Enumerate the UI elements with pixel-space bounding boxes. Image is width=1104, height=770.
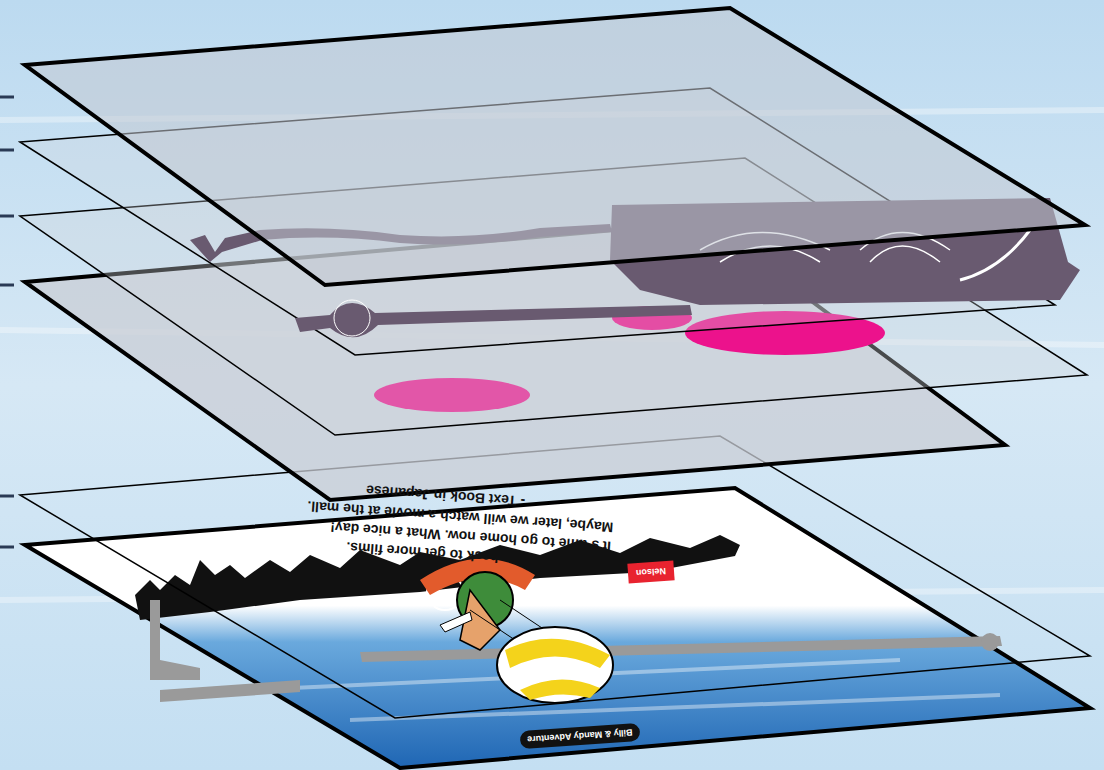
badge-text: Nelson — [636, 566, 667, 578]
beach-ball — [497, 627, 613, 703]
badge — [627, 560, 674, 583]
title-banner — [520, 723, 641, 749]
base-artwork-layer — [25, 488, 1090, 768]
leader-ticks — [0, 97, 14, 547]
banner-text: Billy & Mandy Adventure — [527, 727, 633, 744]
varnish-layer — [25, 8, 1085, 285]
city-skyline — [135, 535, 740, 620]
